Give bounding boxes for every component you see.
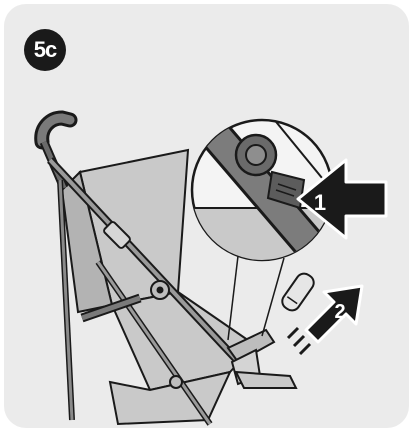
front-leg-tube-fill (96, 261, 212, 425)
callout-2: 2 (334, 301, 345, 323)
hinge-joint-pin (156, 286, 164, 294)
handle-grip-fill (37, 113, 75, 147)
arrow-step-1: 1 (296, 158, 388, 240)
rear-leg-tube-fill (58, 179, 74, 421)
arrow-step-2: 2 (286, 284, 364, 356)
callout-1: 1 (314, 190, 326, 215)
motion-line-2 (286, 326, 300, 340)
step-badge: 5c (24, 29, 66, 71)
lock-cap-part (281, 272, 315, 312)
tube-bracket (103, 221, 131, 249)
lower-hinge (169, 375, 183, 389)
step-label: 5c (33, 37, 58, 62)
footrest-panel (234, 370, 298, 389)
motion-line-1 (292, 334, 306, 348)
zoom-leader-line-left (227, 255, 239, 341)
frame-tube-diagonal-fill (48, 158, 250, 374)
zoom-leader-line-right (261, 257, 285, 337)
lock-housing (226, 328, 276, 364)
armrest-strap-fill (81, 295, 141, 321)
motion-line-3 (298, 342, 312, 356)
